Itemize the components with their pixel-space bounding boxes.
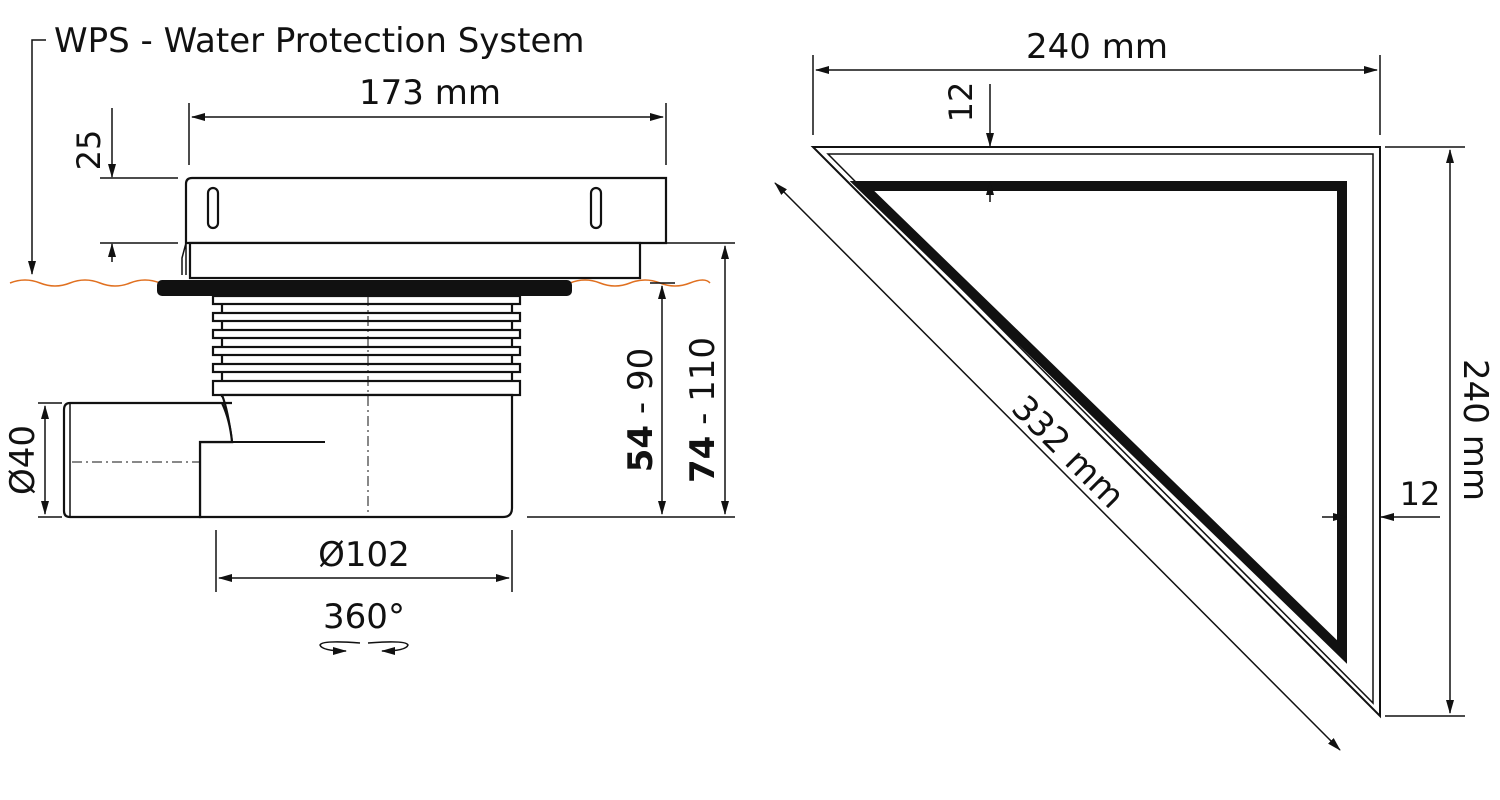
right-height-label: 240 mm xyxy=(1455,359,1495,501)
outlet-diameter-extension xyxy=(38,402,62,518)
membrane-flange xyxy=(157,280,572,296)
right-height-extension xyxy=(1385,146,1465,717)
wps-leader xyxy=(28,39,46,275)
grate-slot xyxy=(206,186,220,230)
grate-slot xyxy=(589,186,603,230)
rotation-arrow-right xyxy=(367,641,409,655)
height-max-value: 74 xyxy=(683,436,723,483)
triangle-frame xyxy=(849,181,1347,664)
wps-title: WPS - Water Protection System xyxy=(54,21,585,61)
height-max-range: - 110 xyxy=(683,337,723,436)
top-view: 240 mm 12 240 mm 12 332 mm xyxy=(774,27,1495,751)
outlet-pipe xyxy=(62,401,234,519)
grate-frame xyxy=(188,241,642,280)
riser-ribs xyxy=(211,294,522,398)
rotation-label: 360° xyxy=(323,597,405,637)
top-width-label: 240 mm xyxy=(1026,27,1168,67)
grate-height-extension xyxy=(100,177,178,244)
grate-height-label: 25 xyxy=(70,130,108,171)
diagonal-label: 332 mm xyxy=(1003,388,1132,517)
height-extension-lines xyxy=(527,242,735,518)
outlet-diameter-label: Ø40 xyxy=(3,425,43,495)
height-max-label: 74 - 110 xyxy=(683,337,723,483)
triangle-outer xyxy=(810,146,1381,719)
frame-top-label: 12 xyxy=(942,82,980,123)
frame-clip xyxy=(181,242,187,275)
drain-body xyxy=(198,393,514,519)
height-min-value: 54 xyxy=(621,425,661,472)
side-view: WPS - Water Protection System 173 mm 25 xyxy=(3,21,735,655)
rotation-arrow-left xyxy=(319,641,361,655)
top-width-extension xyxy=(812,55,1381,135)
width-extension-lines xyxy=(188,103,667,165)
frame-right-label: 12 xyxy=(1400,475,1441,513)
width-label: 173 mm xyxy=(359,73,501,113)
body-diameter-extension xyxy=(215,530,513,592)
diagonal-line xyxy=(774,182,1341,751)
height-min-label: 54 - 90 xyxy=(621,348,661,472)
body-diameter-label: Ø102 xyxy=(318,535,410,575)
height-min-range: - 90 xyxy=(621,348,661,425)
